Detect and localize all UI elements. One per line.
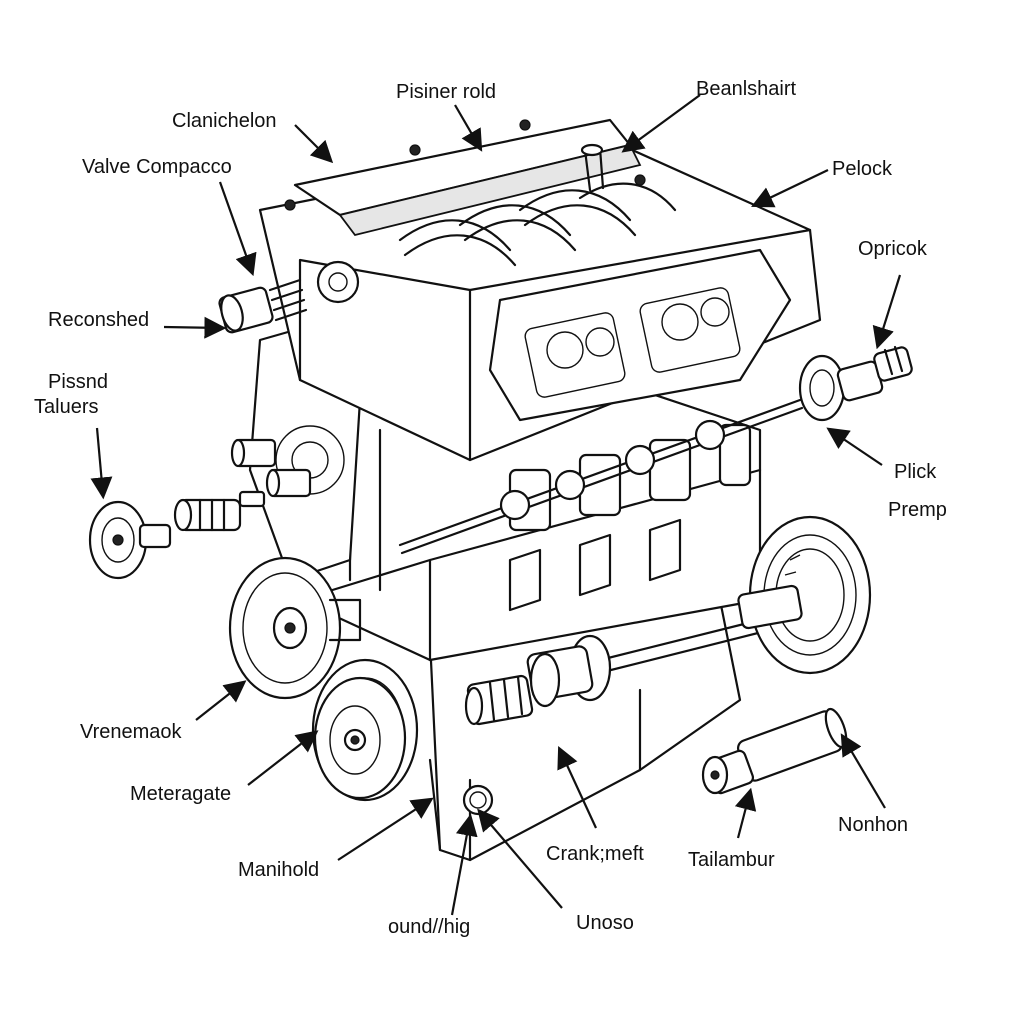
label-beanlshairt: Beanlshairt xyxy=(696,78,797,100)
label-taluers: Taluers xyxy=(34,396,98,418)
cylinder-pin xyxy=(701,707,848,795)
piston-pin xyxy=(173,490,266,532)
label-meteragate: Meteragate xyxy=(130,783,231,805)
pulley xyxy=(228,556,362,700)
label-pissnd: Pissnd xyxy=(48,371,108,393)
engine-block xyxy=(248,118,822,862)
label-crankmeft: Crank;meft xyxy=(546,843,644,865)
label-valve-compacco: Valve Compacco xyxy=(82,156,232,178)
labels: Clanichelon Pisiner rold Beanlshairt Val… xyxy=(34,78,947,938)
label-tailambur: Tailambur xyxy=(688,849,775,871)
leader-arrows xyxy=(90,94,902,916)
label-opricok: Opricok xyxy=(858,238,928,260)
label-premp: Premp xyxy=(888,499,947,521)
cam-shaft-end xyxy=(798,345,913,422)
label-pelock: Pelock xyxy=(832,158,893,180)
flywheel xyxy=(737,515,872,675)
label-plick: Plick xyxy=(894,461,937,483)
label-pisiner-rold: Pisiner rold xyxy=(396,81,496,103)
label-unoso: Unoso xyxy=(576,912,634,934)
crank-pulley xyxy=(311,658,419,802)
intake-fitting xyxy=(218,260,360,334)
label-ound-hig: ound//hig xyxy=(388,916,470,938)
crankshaft-shaft xyxy=(464,618,764,726)
label-manihold: Manihold xyxy=(238,859,319,881)
label-clanichelon: Clanichelon xyxy=(172,110,277,132)
washer xyxy=(88,500,172,580)
label-nonhon: Nonhon xyxy=(838,814,908,836)
intake-runners xyxy=(398,182,677,267)
label-vrenemaok: Vrenemaok xyxy=(80,721,183,743)
side-fittings xyxy=(230,438,312,498)
label-reconshed: Reconshed xyxy=(48,309,149,331)
